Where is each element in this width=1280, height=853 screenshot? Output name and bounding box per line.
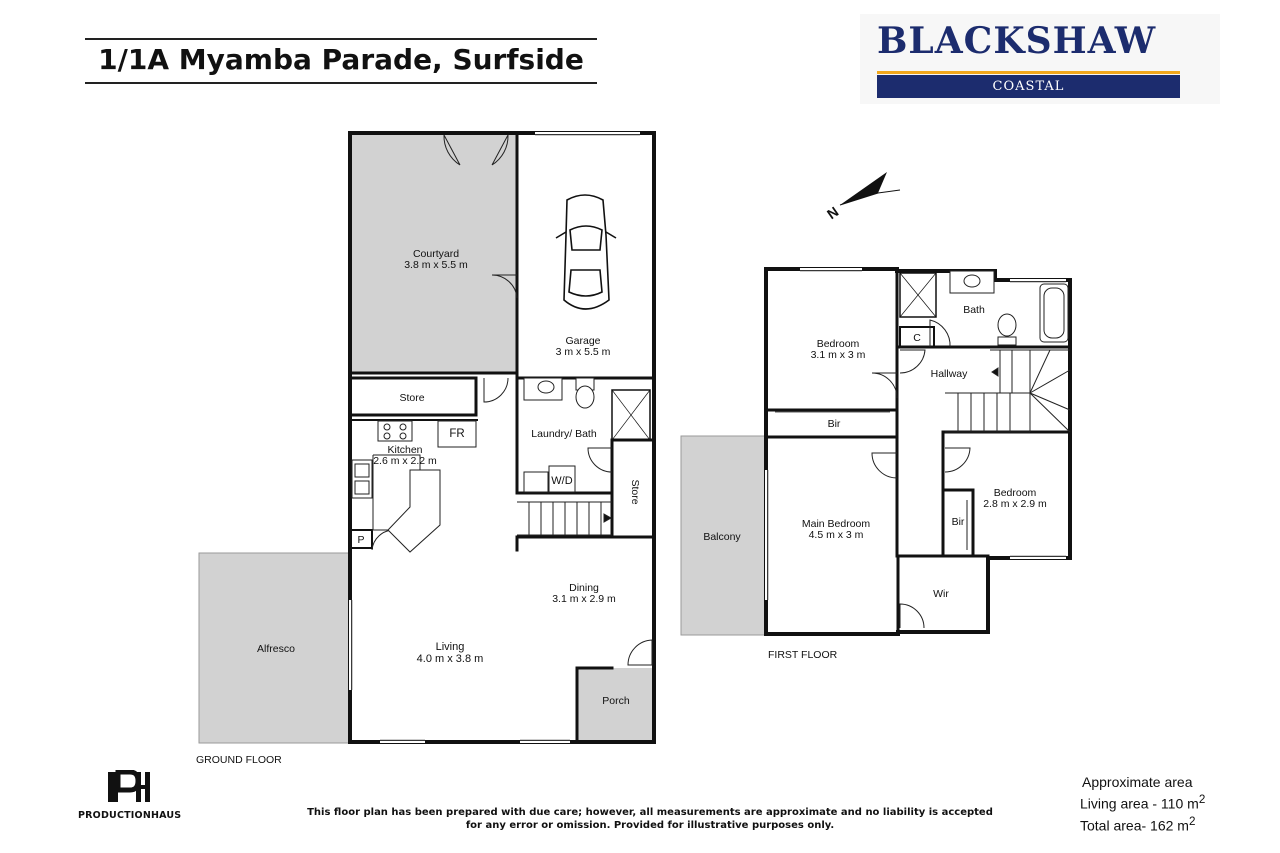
bedroom2-name: Bedroom [994,487,1037,499]
c-label: C [913,332,921,344]
bedroom1-name: Bedroom [817,338,860,350]
bedroom1-door [871,372,898,399]
store-door [483,377,509,403]
car-icon [555,194,617,310]
laundry-bath-name: Laundry/ Bath [531,428,597,440]
area-summary: Approximate area Living area - 110 m2 To… [1070,774,1270,834]
garage-size: 3 m x 5.5 m [556,346,611,358]
ground-floor-window-lines [351,134,640,741]
first-floor-window-lines [767,270,1066,600]
main-bedroom-name: Main Bedroom [802,518,871,530]
hallway-name: Hallway [931,368,969,380]
wir-name: Wir [933,588,949,600]
porch-name: Porch [602,695,630,707]
ground-stairs [517,501,613,536]
laundry-fixtures [523,377,595,493]
kitchen-name: Kitchen [387,444,422,456]
kitchen-fixtures [351,420,477,553]
main-bedroom-door [871,452,898,479]
toilet-first-floor [997,313,1017,337]
courtyard-double-door [443,134,509,166]
first-floor-walls [764,267,1072,636]
c-door [899,349,926,374]
pantry-label: P [357,534,364,546]
agency-logo: BLACKSHAW COASTAL [860,14,1220,104]
balcony-name: Balcony [703,531,741,543]
bath-door [929,319,951,348]
alfresco-name: Alfresco [257,643,295,655]
courtyard-name: Courtyard [413,248,459,260]
dining-size: 3.1 m x 2.9 m [552,593,616,605]
laundry-door [587,447,613,473]
front-door [627,639,653,666]
kitchen-size: 2.6 m x 2.2 m [373,455,437,467]
productionhaus-logo-icon [108,770,150,802]
bath-name: Bath [963,304,985,316]
bir2-name: Bir [952,516,965,528]
store-top-name: Store [399,392,424,404]
first-floor-windows [765,268,1066,600]
page-title: 1/1A Myamba Parade, Surfside [85,34,597,86]
bir1-name: Bir [828,418,841,430]
bedroom1-size: 3.1 m x 3 m [811,349,866,361]
cooktop [377,420,413,442]
balcony-area [680,435,766,636]
disclaimer-line-2: for any error or omission. Provided for … [465,820,835,831]
title-top-rule [85,38,597,40]
wir-door [899,603,925,629]
dining-name: Dining [569,582,599,594]
first-floor-label: FIRST FLOOR [768,649,838,661]
wd-label: W/D [551,475,572,487]
studio-logo: PRODUCTIONHAUS [78,770,188,826]
agency-tagline: COASTAL [877,75,1180,98]
north-arrow-icon: N [824,172,901,222]
porch-area [577,668,654,742]
courtyard-area [350,133,516,373]
washer-dryer [548,465,576,493]
first-floor-doors [775,319,971,629]
first-floor-stairs [945,349,1071,433]
disclaimer-line-1: This floor plan has been prepared with d… [307,807,993,818]
garage-side-door [491,274,518,299]
fridge-space [437,420,477,448]
ground-floor-label: GROUND FLOOR [196,754,282,766]
studio-name: PRODUCTIONHAUS [78,810,182,821]
bedroom2-door [944,447,971,473]
property-address: 1/1A Myamba Parade, Surfside [98,43,584,76]
logo-gold-bar [877,71,1180,74]
agency-name: BLACKSHAW [877,20,1157,62]
title-bottom-rule [85,82,597,84]
store-side-name: Store [629,479,641,504]
disclaimer: This floor plan has been prepared with d… [300,806,1000,832]
living-name: Living [436,641,465,653]
total-area: Total area- 162 m2 [1080,814,1196,834]
alfresco-area [198,552,351,744]
living-area: Living area - 110 m2 [1080,793,1206,812]
toilet [575,385,595,409]
garage-name: Garage [565,335,600,347]
courtyard-size: 3.8 m x 5.5 m [404,259,468,271]
main-bedroom-size: 4.5 m x 3 m [809,529,864,541]
north-letter: N [824,203,841,222]
ground-floor-windows [349,132,640,743]
living-size: 4.0 m x 3.8 m [417,653,484,665]
fr-label: FR [449,428,464,440]
area-heading: Approximate area [1082,774,1193,790]
bath-fixtures [949,270,1069,346]
bedroom2-size: 2.8 m x 2.9 m [983,498,1047,510]
kitchen-island [387,469,441,553]
